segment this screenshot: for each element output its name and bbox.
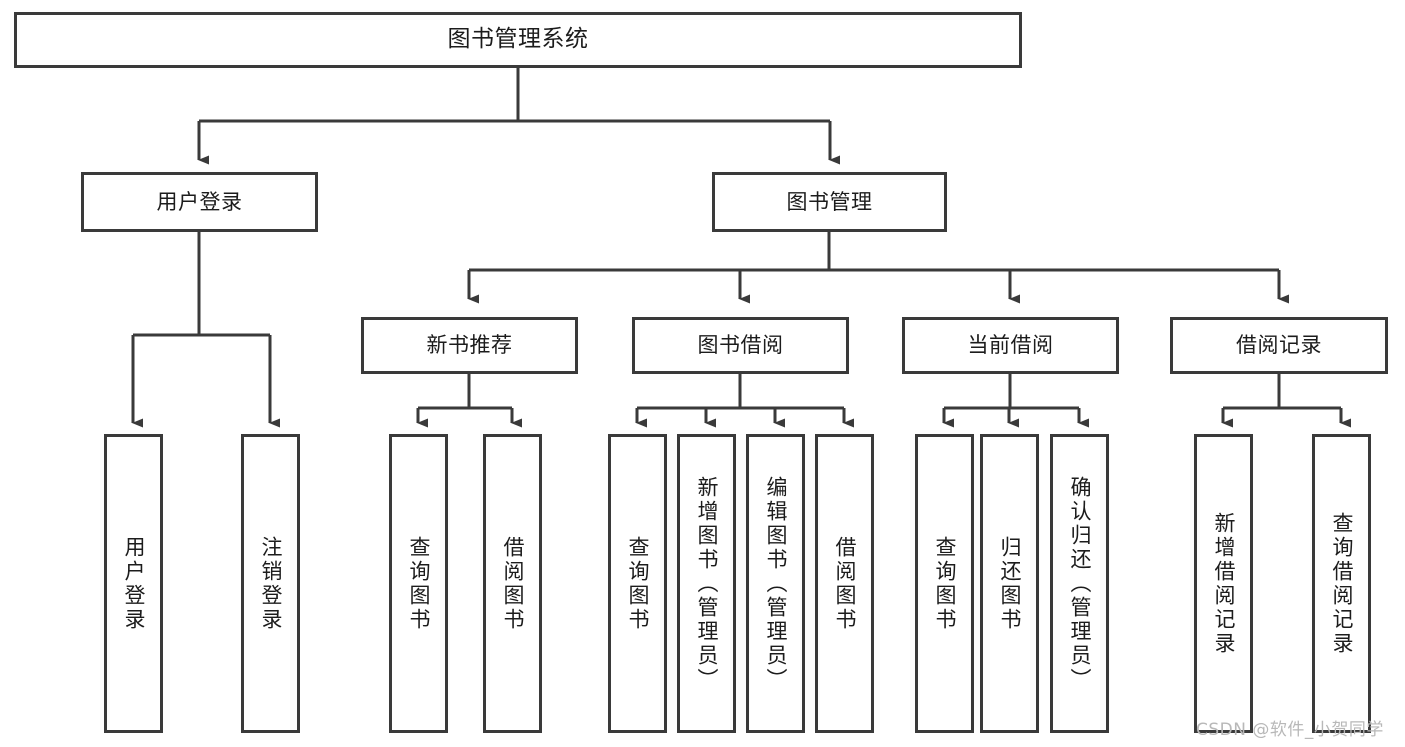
node-root-system[interactable]: 图书管理系统 <box>14 12 1022 68</box>
node-label: 用户登录 <box>122 535 146 632</box>
node-label: 图书管理系统 <box>447 26 589 53</box>
node-leaf-borrow-book-1[interactable]: 借阅图书 <box>483 434 542 733</box>
node-leaf-add-book[interactable]: 新增图书（管理员） <box>677 434 736 733</box>
node-leaf-borrow-book-2[interactable]: 借阅图书 <box>815 434 874 733</box>
node-label: 借阅记录 <box>1236 333 1322 358</box>
node-book-borrow[interactable]: 图书借阅 <box>632 317 849 374</box>
node-label: 查询图书 <box>626 535 650 632</box>
node-current-borrow[interactable]: 当前借阅 <box>902 317 1119 374</box>
node-label: 当前借阅 <box>967 333 1054 358</box>
node-leaf-query-book-2[interactable]: 查询图书 <box>608 434 667 733</box>
node-label: 新增借阅记录 <box>1212 511 1236 656</box>
node-new-book-recommend[interactable]: 新书推荐 <box>361 317 578 374</box>
node-borrow-record[interactable]: 借阅记录 <box>1170 317 1388 374</box>
node-label: 用户登录 <box>156 189 243 214</box>
node-book-manage[interactable]: 图书管理 <box>712 172 947 232</box>
node-label: 借阅图书 <box>501 535 525 632</box>
node-label: 编辑图书（管理员） <box>764 475 788 692</box>
node-leaf-logout-login[interactable]: 注销登录 <box>241 434 300 733</box>
watermark-text: CSDN @软件_小贺同学 <box>1196 720 1384 740</box>
node-leaf-query-book-1[interactable]: 查询图书 <box>389 434 448 733</box>
node-leaf-query-book-3[interactable]: 查询图书 <box>915 434 974 733</box>
node-label: 确认归还（管理员） <box>1068 475 1092 692</box>
node-label: 新书推荐 <box>426 333 513 358</box>
node-label: 注销登录 <box>259 535 283 632</box>
node-label: 查询借阅记录 <box>1330 511 1354 656</box>
node-label: 图书管理 <box>786 189 873 214</box>
node-user-login[interactable]: 用户登录 <box>81 172 318 232</box>
node-label: 查询图书 <box>933 535 957 632</box>
node-label: 图书借阅 <box>697 333 784 358</box>
node-label: 新增图书（管理员） <box>695 475 719 692</box>
node-leaf-add-record[interactable]: 新增借阅记录 <box>1194 434 1253 733</box>
node-label: 查询图书 <box>407 535 431 632</box>
node-leaf-query-record[interactable]: 查询借阅记录 <box>1312 434 1371 733</box>
node-leaf-user-login[interactable]: 用户登录 <box>104 434 163 733</box>
node-leaf-edit-book[interactable]: 编辑图书（管理员） <box>746 434 805 733</box>
node-leaf-confirm-return[interactable]: 确认归还（管理员） <box>1050 434 1109 733</box>
node-leaf-return-book[interactable]: 归还图书 <box>980 434 1039 733</box>
node-label: 借阅图书 <box>833 535 857 632</box>
node-label: 归还图书 <box>998 535 1022 632</box>
